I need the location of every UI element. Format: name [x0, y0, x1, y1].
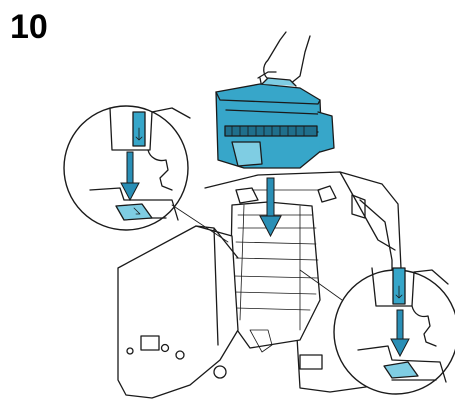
arrow-down-icon [390, 309, 410, 358]
printer-interior [229, 185, 337, 349]
control-panel-display [140, 335, 160, 351]
imaging-cartridge [215, 77, 335, 169]
arrow-down-icon [259, 177, 282, 238]
arrow-down-icon [120, 151, 140, 202]
step-number: 10 [10, 8, 48, 46]
control-button [160, 343, 170, 353]
right-detail-callout [299, 267, 455, 395]
slot-guide-marker [115, 203, 153, 221]
control-dial [213, 365, 227, 379]
printer-front-cover [117, 225, 273, 399]
slot-guide-marker [383, 361, 419, 379]
left-detail-callout [63, 105, 229, 243]
control-button [126, 347, 134, 355]
control-button [175, 350, 185, 360]
